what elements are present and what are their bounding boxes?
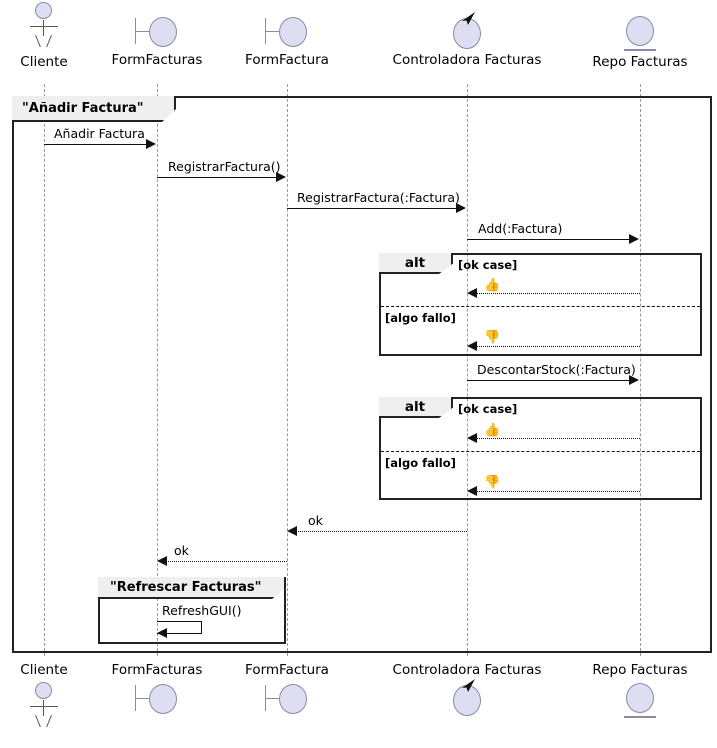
fragment-guard-ok-case-1: [ok case] [458, 258, 518, 272]
message-label-refreshgui: RefreshGUI() [162, 603, 242, 618]
message-line-descontarstock [467, 380, 631, 381]
message-label-descontarstock: DescontarStock(:Factura) [477, 362, 636, 377]
message-line-add [467, 239, 631, 240]
arrowhead-left-icon [287, 526, 297, 536]
message-line-return-fail-2 [476, 491, 640, 492]
participant-foot-repofacturas[interactable]: Repo Facturas [588, 662, 692, 719]
fragment-alt-2 [379, 397, 702, 500]
lifeline-formfactura [287, 84, 288, 656]
participant-foot-controladora[interactable]: Controladora Facturas [386, 662, 548, 717]
frame-label-anadir-factura: "Añadir Factura" [12, 96, 176, 122]
fragment-guard-algo-fallo-1: [algo fallo] [385, 311, 456, 325]
fragment-operator-alt-1: alt [379, 253, 453, 274]
arrowhead-right-icon [629, 234, 639, 244]
participant-label-controladora: Controladora Facturas [392, 52, 542, 68]
participant-label-cliente-bottom: Cliente [20, 662, 68, 678]
thumbs-up-icon: 👍 [484, 423, 501, 438]
fragment-divider-1 [381, 306, 700, 307]
participant-head-cliente[interactable]: Cliente [4, 2, 84, 70]
participant-label-formfacturas-bottom: FormFacturas [111, 662, 203, 678]
arrowhead-left-icon [467, 486, 477, 496]
arrowhead-right-icon [146, 139, 156, 149]
participant-head-controladora[interactable]: Controladora Facturas [386, 12, 548, 68]
arrowhead-left-icon [157, 556, 167, 566]
participant-label-repofacturas-bottom: Repo Facturas [592, 662, 688, 678]
message-line-return-fail-1 [476, 346, 640, 347]
participant-label-formfactura: FormFactura [245, 52, 329, 68]
participant-foot-cliente[interactable]: Cliente [4, 662, 84, 730]
thumbs-down-icon: 👎 [484, 330, 501, 345]
boundary-icon [236, 681, 338, 717]
arrowhead-right-icon [276, 172, 286, 182]
control-icon [386, 12, 548, 50]
arrowhead-left-icon [467, 288, 477, 298]
entity-icon [588, 681, 692, 719]
frame-anadir-factura [12, 96, 712, 653]
arrowhead-left-icon [157, 628, 167, 638]
lifeline-controladora [467, 84, 468, 656]
message-line-registrarfactura-param [287, 208, 458, 209]
actor-stick-figure-icon [4, 2, 84, 50]
message-label-registrarfactura: RegistrarFactura() [168, 159, 281, 174]
message-label-ok-2: ok [174, 543, 189, 558]
fragment-operator-alt-2: alt [379, 397, 453, 418]
participant-label-controladora-bottom: Controladora Facturas [392, 662, 542, 678]
lifeline-repofacturas [640, 84, 641, 656]
entity-icon [588, 14, 692, 51]
boundary-icon [236, 14, 338, 50]
control-arrow-icon [462, 12, 475, 25]
arrowhead-right-icon [456, 203, 466, 213]
participant-head-repofacturas[interactable]: Repo Facturas [588, 14, 692, 70]
lifeline-cliente [44, 84, 45, 656]
fragment-alt-1 [379, 253, 702, 356]
arrowhead-right-icon [629, 375, 639, 385]
message-line-registrarfactura [157, 177, 278, 178]
message-label-registrarfactura-param: RegistrarFactura(:Factura) [297, 190, 460, 205]
fragment-divider-2 [381, 451, 700, 452]
participant-head-formfactura[interactable]: FormFactura [236, 14, 338, 68]
message-line-return-ok-2 [476, 438, 640, 439]
arrowhead-left-icon [467, 433, 477, 443]
fragment-guard-algo-fallo-2: [algo fallo] [385, 456, 456, 470]
message-line-anadir-factura [44, 144, 148, 145]
boundary-icon [105, 14, 209, 50]
control-arrow-icon [462, 679, 475, 692]
arrowhead-left-icon [467, 341, 477, 351]
actor-stick-figure-icon [4, 682, 84, 730]
frame-label-refrescar-facturas: "Refrescar Facturas" [98, 577, 286, 599]
message-label-anadir-factura: Añadir Factura [54, 126, 145, 141]
control-icon [386, 679, 548, 717]
message-line-return-ok-1 [476, 293, 640, 294]
participant-label-cliente: Cliente [20, 54, 68, 70]
message-label-ok-1: ok [308, 513, 323, 528]
thumbs-up-icon: 👍 [484, 278, 501, 293]
participant-label-formfactura-bottom: FormFactura [245, 662, 329, 678]
fragment-guard-ok-case-2: [ok case] [458, 402, 518, 416]
message-line-ok-1 [296, 531, 467, 532]
message-label-add: Add(:Factura) [478, 221, 563, 236]
self-message-loop-refreshgui [157, 621, 202, 634]
thumbs-down-icon: 👎 [484, 475, 501, 490]
boundary-icon [105, 681, 209, 717]
participant-head-formfacturas[interactable]: FormFacturas [105, 14, 209, 68]
participant-label-formfacturas: FormFacturas [111, 52, 203, 68]
participant-label-repofacturas: Repo Facturas [592, 54, 688, 70]
participant-foot-formfacturas[interactable]: FormFacturas [105, 662, 209, 717]
lifeline-formfacturas [157, 84, 158, 656]
message-line-ok-2 [166, 561, 287, 562]
participant-foot-formfactura[interactable]: FormFactura [236, 662, 338, 717]
